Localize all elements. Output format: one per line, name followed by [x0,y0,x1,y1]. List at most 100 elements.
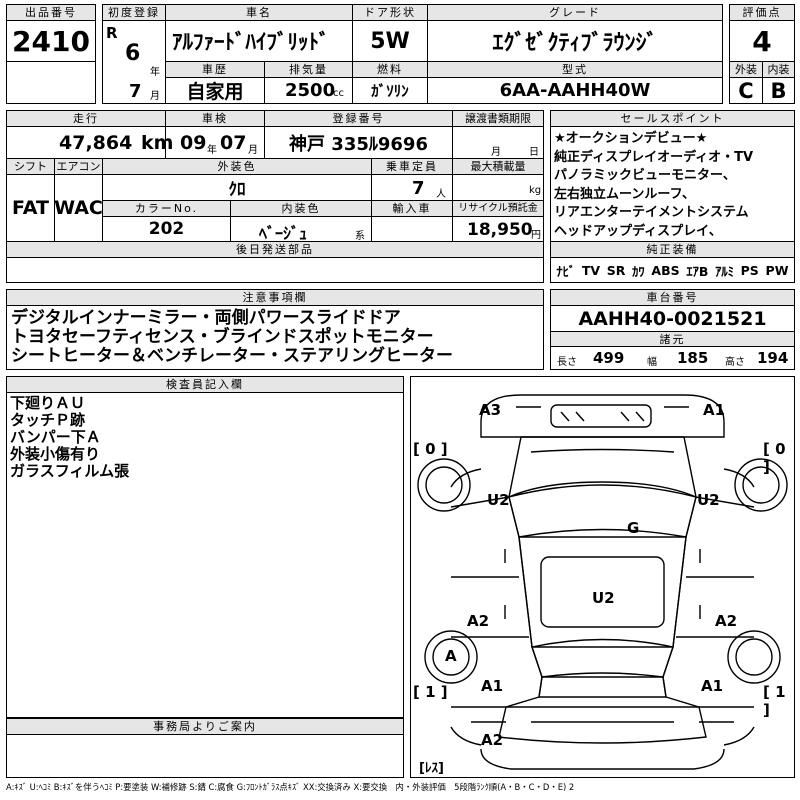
width: 185 [677,349,709,367]
color-no-label: カラーNo. [102,200,231,217]
lot-no: 2410 [6,20,96,62]
reg-year-unit: 年 [150,67,160,78]
inspector-line: 外装小傷有り [10,445,101,463]
interior-grade: B [762,77,795,104]
inspector-box: 下廻りＡＵ タッチＰ跡 バンパー下Ａ 外装小傷有り ガラスフィルム張 [6,392,404,718]
diag-a2-left: A2 [467,612,490,630]
note-line: シートヒーター＆ベンチレーター・ステアリングヒーター [11,346,453,366]
diag-bracket-right: [ 0 ] [763,440,786,476]
mileage-label: 走行 [6,110,166,127]
equip-item: ABS [651,262,680,278]
recycle: 18,950 [467,220,533,240]
sales-line: 左右独立ムーンルーフ、 [554,186,696,202]
inspector-line: 下廻りＡＵ [10,394,86,412]
history: 自家用 [165,77,265,104]
transfer-box: 月 日 [452,126,544,159]
ac: WAC [54,174,103,242]
inspector-label: 検査員記入欄 [6,376,404,393]
int-color-box: ﾍﾞｰｼﾞｭ 系 [230,216,372,243]
reg-month-unit: 月 [150,91,160,102]
sales-box: ★オークションデビュー★ 純正ディスプレイオーディオ・TV パノラミックビューモ… [550,126,795,242]
capacity-label: 乗車定員 [371,158,453,175]
width-label: 幅 [647,357,657,368]
int-color: ﾍﾞｰｼﾞｭ [259,224,308,243]
chassis-label: 車台番号 [550,289,795,306]
lot-no-blank [6,61,96,104]
exterior-grade: C [729,77,763,104]
displacement-label: 排気量 [264,61,353,78]
max-load-unit: kg [529,185,542,196]
specs-label: 諸元 [550,331,795,347]
inspector-line: バンパー下Ａ [10,428,101,446]
grade: ｴｸﾞｾﾞｸﾃｨﾌﾞﾗｳﾝｼﾞ [427,20,723,62]
inspection-label: 車検 [165,110,265,127]
reg-year: 6 [125,41,141,66]
equip-item: PS [740,262,759,278]
capacity-unit: 人 [436,189,446,200]
import-box [371,216,453,242]
score: 4 [729,20,795,62]
transfer-month-unit: 月 [491,147,501,158]
door-label: ドア形状 [352,4,428,21]
chassis-no: AAHH40-0021521 [550,305,795,332]
diag-a1-top: A1 [703,401,726,419]
displacement-box: 2500 cc [264,77,353,104]
office-box [6,734,404,778]
sales-line: ★オークションデビュー★ [554,131,708,146]
sales-label: セールスポイント [550,110,795,127]
equip-item: ｱﾙﾐ [715,263,734,279]
insp-month-unit: 月 [248,145,258,156]
sales-line: ヘッドアップディスプレイ、 [554,223,722,239]
insp-year: 09 [180,132,207,154]
int-color-label: 内装色 [230,200,372,217]
diag-u2-center: U2 [592,589,615,607]
transfer-day-unit: 日 [529,147,539,158]
equip-box: ﾅﾋﾞ TV SR ｶﾜ ABS ｴｱB ｱﾙﾐ PS PW [550,257,795,283]
legend: A:ｷｽﾞ U:ﾍｺﾐ B:ｷｽﾞを伴うﾍｺﾐ P:要塗装 W:補修跡 S:錆 … [6,782,575,792]
shift-label: シフト [6,158,55,175]
model: 6AA-AAHH40W [427,77,723,104]
reg-month: 7 [129,81,142,102]
note-line: トヨタセーフティセンス・ブラインドスポットモニター [11,327,434,347]
fuel: ｶﾞｿﾘﾝ [352,77,428,104]
recycle-label: リサイクル預託金 [452,200,544,217]
diag-bracket-right-bottom: [ 1 ] [763,683,786,719]
first-reg-box: R 6 年 7 月 [102,20,166,104]
equip-item: TV [581,262,601,278]
ext-color: ｸﾛ [102,174,372,201]
insp-month: 07 [220,132,247,154]
shift: FAT [6,174,55,242]
car-outline [417,394,788,770]
later-parts-label: 後日発送部品 [6,241,544,258]
diag-a2-right: A2 [715,612,738,630]
displacement-unit: cc [333,88,344,99]
notes-label: 注意事項欄 [6,289,544,306]
score-label: 評価点 [729,4,795,21]
diag-a1-bl: A1 [481,677,504,695]
diag-bracket-left-bottom: [ 1 ] [413,683,448,701]
lot-no-label: 出品番号 [6,4,96,21]
office-label: 事務局よりご案内 [6,718,404,735]
diag-a1-br: A1 [701,677,724,695]
history-label: 車歴 [165,61,265,78]
transfer-label: 譲渡書類期限 [452,110,544,127]
era-letter: R [106,24,118,42]
specs-box: 長さ 499 幅 185 高さ 194 [550,346,795,370]
capacity-box: 7 人 [371,174,453,201]
diag-u2-right: U2 [697,491,720,509]
recycle-box: 18,950 円 [452,216,544,242]
equip-item: PW [765,262,789,278]
recycle-unit: 円 [531,230,541,241]
max-load-label: 最大積載量 [452,158,544,175]
equip-label: 純正装備 [550,241,795,258]
diag-a3: A3 [479,401,502,419]
int-color-unit: 系 [355,231,365,242]
ac-label: エアコン [54,158,103,175]
sales-line: リアエンターテイメントシステム [554,205,749,220]
displacement: 2500 [285,80,336,101]
diag-bracket-left: [ 0 ] [413,440,448,458]
diag-u2-left: U2 [487,491,510,509]
note-line: デジタルインナーミラー・両側パワースライドドア [11,308,401,328]
mileage-box: 47,864 km [6,126,173,159]
door-type: 5W [352,20,428,62]
